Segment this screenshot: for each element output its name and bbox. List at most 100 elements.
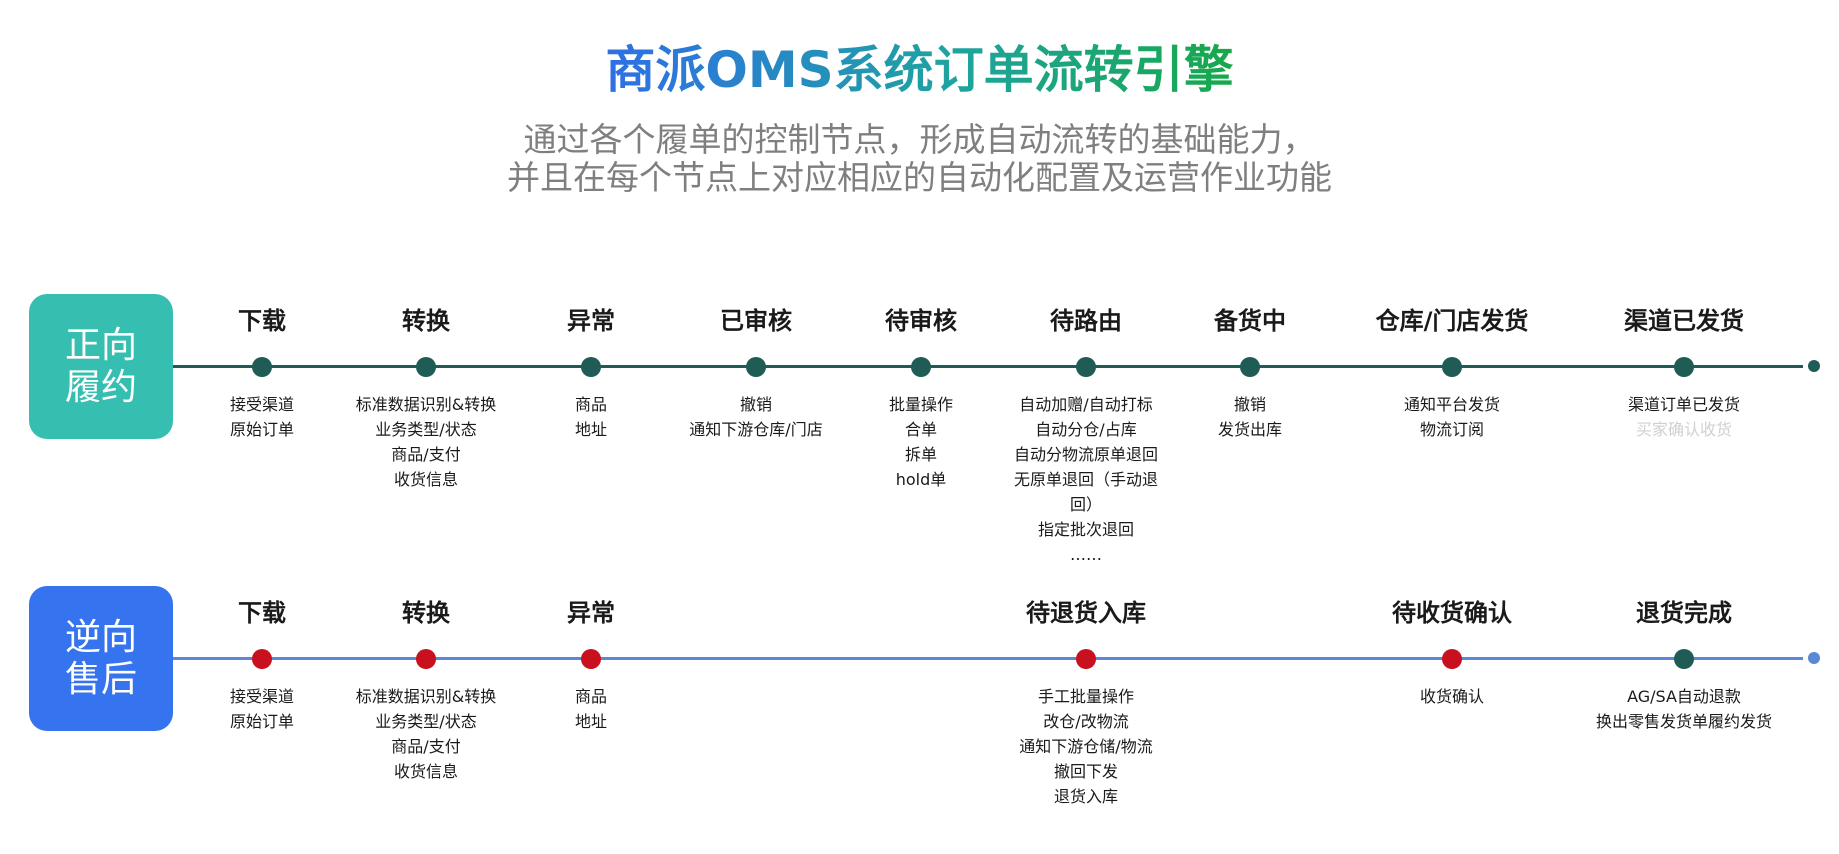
forward-node-desc-line: 收货信息 [393,470,458,489]
forward-node-title: 待审核 [885,307,957,335]
forward-node-dot [746,357,766,377]
forward-node-desc-line: 物流订阅 [1419,420,1484,439]
reverse-node-desc-line: 原始订单 [229,712,294,731]
forward-node-desc-line: 合单 [904,420,937,439]
forward-node: 下载接受渠道原始订单 [230,307,294,439]
reverse-node-dot [581,649,601,669]
forward-node-desc-line: 标准数据识别&转换 [355,395,497,414]
reverse-node: 退货完成 AG/SA自动退款换出零售发货单履约发货 [1596,599,1772,731]
forward-node-desc-muted: 买家确认收货 [1635,420,1732,439]
forward-node-desc: 撤销通知下游仓库/门店 [666,392,846,442]
reverse-node-desc-line: 手工批量操作 [1037,687,1134,706]
reverse-node-desc-line: 地址 [574,712,607,731]
reverse-timeline-end [1808,652,1820,664]
forward-node-desc-line: 渠道订单已发货 [1627,395,1740,414]
forward-node-desc: 通知平台发货物流订阅 [1362,392,1542,442]
reverse-node: 转换标准数据识别&转换业务类型/状态商品/支付收货信息 [356,599,496,781]
forward-node-desc: 接受渠道原始订单 [172,392,352,442]
forward-node-title: 渠道已发货 [1624,307,1744,335]
forward-node-title: 仓库/门店发货 [1375,307,1529,335]
reverse-node-desc-line: 标准数据识别&转换 [355,687,497,706]
reverse-node-desc-line: 改仓/改物流 [1043,712,1129,731]
forward-node: 待路由自动加赠/自动打标自动分仓/占库自动分物流原单退回无原单退回（手动退回）指… [1014,307,1158,564]
forward-node-title: 待路由 [1050,307,1122,335]
forward-node-desc: 撤销发货出库 [1160,392,1340,442]
forward-node-dot [1442,357,1462,377]
forward-node-desc-line: …… [1070,545,1102,564]
forward-node-desc-line: 通知平台发货 [1403,395,1500,414]
forward-node-dot [581,357,601,377]
forward-node-desc-line: hold单 [895,470,947,489]
page-title: 商派OMS系统订单流转引擎 [605,41,1234,99]
forward-node-desc-line: 商品 [574,395,607,414]
reverse-node-desc-line: 业务类型/状态 [375,712,477,731]
lane-label-reverse: 逆向 售后 [29,586,173,731]
forward-node-desc-line: 发货出库 [1217,420,1282,439]
reverse-node-title: 下载 [238,599,286,627]
forward-node-desc-line: 指定批次退回 [1037,520,1134,539]
reverse-node-desc-line: 换出零售发货单履约发货 [1595,712,1772,731]
forward-node: 已审核撤销通知下游仓库/门店 [689,307,822,439]
reverse-node-desc-line: 商品/支付 [391,737,461,756]
reverse-node-title: 转换 [402,599,450,627]
forward-timeline [173,365,1803,368]
reverse-node-desc: AG/SA自动退款换出零售发货单履约发货 [1594,684,1774,734]
lane-label-forward: 正向 履约 [29,294,173,439]
forward-node-dot [416,357,436,377]
forward-node-desc-line: 业务类型/状态 [375,420,477,439]
lane-label-reverse-line1: 逆向 [64,616,137,658]
page-subtitle-line2: 并且在每个节点上对应相应的自动化配置及运营作业功能 [507,158,1332,197]
forward-node-desc-line: 撤销 [1233,395,1266,414]
reverse-node-desc-line: 退货入库 [1053,787,1118,806]
reverse-node-dot [1674,649,1694,669]
forward-node-dot [1240,357,1260,377]
reverse-node-dot [1442,649,1462,669]
forward-node-title: 转换 [402,307,450,335]
reverse-node: 下载接受渠道原始订单 [230,599,294,731]
forward-node-desc: 标准数据识别&转换业务类型/状态商品/支付收货信息 [336,392,516,492]
reverse-node-dot [1076,649,1096,669]
forward-node-desc-line: 回） [1069,495,1102,514]
forward-node: 仓库/门店发货通知平台发货物流订阅 [1376,307,1529,439]
reverse-node-desc-line: 商品 [574,687,607,706]
forward-node-desc-line: 无原单退回（手动退 [1013,470,1158,489]
forward-node-desc-line: 商品/支付 [391,445,461,464]
reverse-node-title: 退货完成 [1636,599,1732,627]
reverse-node-desc-line: 接受渠道 [229,687,294,706]
reverse-node-desc-line: 收货确认 [1419,687,1484,706]
page-subtitle-line1: 通过各个履单的控制节点，形成自动流转的基础能力， [523,120,1316,159]
reverse-node-desc: 商品地址 [501,684,681,734]
reverse-node-desc-line: 撤回下发 [1053,762,1118,781]
lane-label-forward-line2: 履约 [64,366,137,408]
reverse-node: 待退货入库手工批量操作改仓/改物流通知下游仓储/物流撤回下发退货入库 [1019,599,1152,806]
forward-node: 渠道已发货渠道订单已发货买家确认收货 [1624,307,1744,439]
forward-node-title: 备货中 [1214,307,1286,335]
forward-node-desc-line: 自动分仓/占库 [1035,420,1137,439]
reverse-node-dot [416,649,436,669]
reverse-node-title: 待收货确认 [1392,599,1512,627]
forward-node-title: 下载 [238,307,286,335]
reverse-node-desc: 接受渠道原始订单 [172,684,352,734]
forward-node-title: 已审核 [720,307,792,335]
forward-node-dot [1076,357,1096,377]
forward-node: 异常商品地址 [567,307,615,439]
forward-node: 转换标准数据识别&转换业务类型/状态商品/支付收货信息 [356,307,496,489]
forward-node-title: 异常 [567,307,615,335]
forward-node-desc-line: 地址 [574,420,607,439]
forward-node-desc-line: 自动分物流原单退回 [1013,445,1158,464]
forward-node-desc: 商品地址 [501,392,681,442]
reverse-node-desc: 收货确认 [1362,684,1542,709]
forward-node-desc-line: 原始订单 [229,420,294,439]
forward-node-desc-line: 拆单 [904,445,937,464]
reverse-node-desc-line: AG/SA自动退款 [1627,687,1741,706]
forward-node: 备货中撤销发货出库 [1214,307,1286,439]
forward-node-desc-line: 批量操作 [888,395,953,414]
forward-node: 待审核批量操作合单拆单 hold单 [885,307,957,489]
forward-node-dot [252,357,272,377]
reverse-node-desc-line: 收货信息 [393,762,458,781]
forward-node-desc: 自动加赠/自动打标自动分仓/占库自动分物流原单退回无原单退回（手动退回）指定批次… [996,392,1176,567]
forward-node-desc-line: 接受渠道 [229,395,294,414]
forward-node-dot [1674,357,1694,377]
forward-node-desc-line: 通知下游仓库/门店 [689,420,823,439]
forward-node-desc-line: 撤销 [739,395,772,414]
